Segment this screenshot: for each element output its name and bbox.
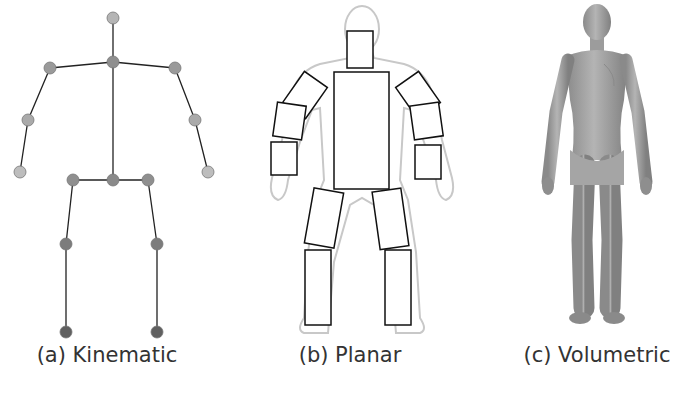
caption-label: (c) Volumetric: [524, 343, 671, 368]
caption-label: (a) Kinematic: [37, 343, 178, 368]
skeleton-joints: [14, 12, 214, 338]
volumetric-body: [542, 4, 652, 324]
caption-label: (b) Planar: [299, 343, 402, 368]
body-outline: [271, 6, 453, 333]
planar-segments: [271, 31, 443, 325]
kinematic-skeleton: [20, 18, 208, 332]
